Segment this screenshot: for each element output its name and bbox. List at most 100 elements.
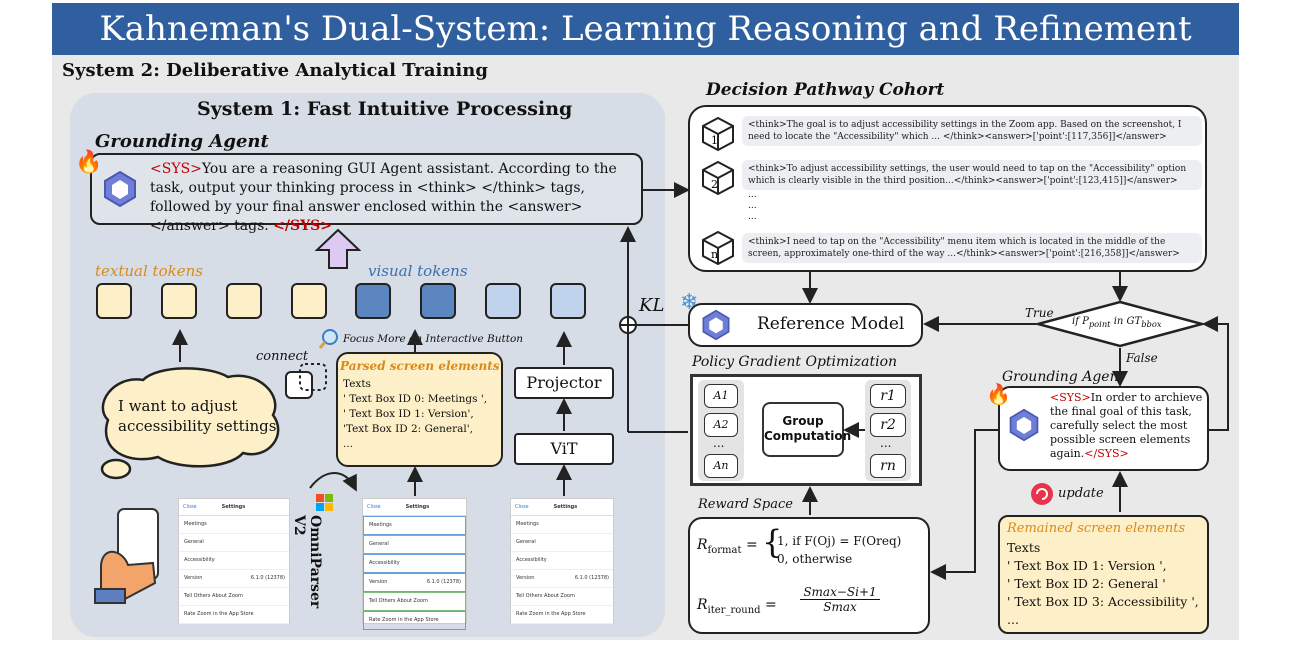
projector-box: Projector: [514, 367, 614, 399]
table-row: Tell Others About Zoom: [363, 592, 466, 611]
list-item: 'Text Box ID 2: General',: [343, 423, 473, 435]
connect-icon: [285, 363, 327, 399]
decision-diamond: [1036, 300, 1204, 348]
thought-bubble: [100, 367, 280, 480]
zoom-settings-screenshot: Close Settings Meetings General Accessibi…: [178, 498, 290, 624]
table-row: Meetings: [179, 516, 289, 534]
remained-elements-title: Remained screen elements: [1007, 521, 1186, 536]
list-item: ' Text Box ID 2: General ': [1007, 576, 1166, 591]
refresh-icon: [1031, 483, 1053, 505]
grounding-agent-title: Grounding Agent: [95, 131, 269, 152]
reward-space-title: Reward Space: [698, 497, 793, 512]
reward-n: rn: [870, 454, 906, 478]
decision-condition: if Ppoint in GTbbox: [1072, 316, 1162, 329]
parsed-elements-title: Parsed screen elements: [340, 359, 500, 373]
list-item: ' Text Box ID 1: Version ',: [1007, 558, 1167, 573]
svg-text:2: 2: [711, 178, 718, 191]
remained-elements-list: Texts ' Text Box ID 1: Version ', ' Text…: [1007, 539, 1199, 629]
textual-token: [161, 283, 197, 319]
pathway-1-text: <think>The goal is to adjust accessibili…: [742, 116, 1202, 146]
reward-space-box: [688, 517, 930, 634]
list-item: Texts: [1007, 540, 1041, 555]
qwen-logo-icon: [104, 170, 136, 208]
flame-icon: 🔥: [986, 382, 1011, 406]
reference-model-label: Reference Model: [757, 314, 905, 334]
qwen-logo-icon: [702, 309, 730, 341]
list-item: ' Text Box ID 3: Accessibility ',: [1007, 594, 1199, 609]
visual-token: [355, 283, 391, 319]
format-reward-lhs: Rformat =: [697, 537, 758, 556]
update-label: update: [1058, 486, 1104, 501]
kl-label: KL: [639, 295, 665, 316]
pathway-2-text: <think>To adjust accessibility settings,…: [742, 160, 1202, 190]
sys-open-tag: <SYS>: [150, 161, 202, 177]
cube-2-icon: 2: [702, 160, 734, 196]
pathway-n-text: <think>I need to tap on the "Accessibili…: [742, 233, 1202, 263]
sys-close-tag: </SYS>: [273, 218, 332, 234]
textual-token: [291, 283, 327, 319]
focus-label: Focus More on Interactive Button: [343, 333, 524, 345]
table-row: General: [179, 534, 289, 552]
table-row: General: [363, 535, 466, 554]
policy-title: Policy Gradient Optimization: [692, 354, 898, 370]
table-row: Tell Others About Zoom: [179, 588, 289, 606]
advantage-ellipsis: ...: [713, 436, 725, 450]
svg-text:1: 1: [711, 134, 718, 147]
iter-reward-fraction: Smax−Si+1 Smax: [800, 585, 880, 614]
settings-title: Settings: [221, 504, 246, 510]
visual-token: [550, 283, 586, 319]
close-label: Close: [183, 504, 197, 510]
grounding-agent-prompt-box: [90, 153, 643, 225]
connect-label: connect: [256, 349, 309, 364]
grounding-agent-prompt: <SYS>You are a reasoning GUI Agent assis…: [150, 160, 638, 236]
thought-text: I want to adjust accessibility settings: [118, 397, 277, 435]
microsoft-logo-icon: [316, 494, 333, 511]
cohort-title: Decision Pathway Cohort: [706, 80, 945, 100]
parsed-elements-box: [336, 352, 503, 467]
up-arrow-icon: [315, 228, 361, 269]
system1-label: System 1: Fast Intuitive Processing: [197, 98, 573, 120]
phone-hand-icon: [94, 508, 159, 604]
ellipsis: .........: [748, 190, 757, 222]
textual-tokens-label: textual tokens: [95, 262, 203, 280]
table-row: Meetings: [511, 516, 613, 534]
table-row: Accessibility: [511, 552, 613, 570]
advantage-n: An: [704, 454, 738, 478]
cube-1-icon: 1: [702, 116, 734, 152]
textual-token: [96, 283, 132, 319]
table-row: Tell Others About Zoom: [511, 588, 613, 606]
table-row: Accessibility: [363, 554, 466, 573]
grounding-agent-2-text: <SYS>In order to archieve the final goal…: [1050, 391, 1203, 460]
prompt-text: You are a reasoning GUI Agent assistant.…: [150, 161, 617, 234]
table-row: Rate Zoom in the App Store: [363, 611, 466, 630]
cube-n-icon: n: [702, 230, 734, 266]
advantage-2: A2: [704, 413, 738, 437]
header-banner: Kahneman's Dual-System: Learning Reasoni…: [52, 3, 1239, 55]
table-row: General: [511, 534, 613, 552]
table-row: Rate Zoom in the App Store: [511, 606, 613, 624]
list-item: ' Text Box ID 0: Meetings ',: [343, 393, 488, 405]
parsed-elements-list: Texts ' Text Box ID 0: Meetings ', ' Tex…: [343, 377, 487, 452]
advantage-1: A1: [704, 384, 738, 408]
list-item: ...: [343, 438, 354, 450]
table-row: Rate Zoom in the App Store: [179, 606, 289, 624]
list-item: Texts: [343, 378, 371, 390]
table-row: Meetings: [363, 516, 466, 535]
visual-token: [485, 283, 521, 319]
visual-token: [420, 283, 456, 319]
grounding-agent-2-title: Grounding Agent: [1002, 369, 1125, 385]
list-item: ' Text Box ID 1: Version',: [343, 408, 474, 420]
vit-box: ViT: [514, 433, 614, 465]
remained-elements-box: [998, 515, 1209, 634]
svg-text:n: n: [711, 248, 718, 261]
true-label: True: [1025, 306, 1054, 320]
snowflake-icon: ❄: [680, 290, 699, 315]
reward-ellipsis: ...: [880, 436, 892, 450]
brace: {: [762, 523, 783, 561]
format-reward-cases: 1, if F(Oj) = F(Oreq)0, otherwise: [777, 534, 902, 566]
table-row: Accessibility: [179, 552, 289, 570]
